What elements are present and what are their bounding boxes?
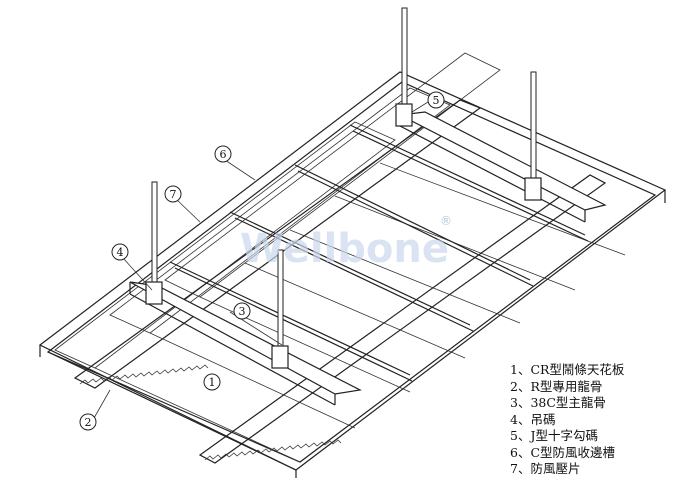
callout-6: 6: [214, 145, 232, 163]
legend-item: 4、吊碼: [510, 411, 556, 427]
svg-text:7: 7: [170, 188, 177, 201]
watermark-text: Wellbone: [240, 226, 449, 272]
main-runners: [129, 111, 607, 406]
callout-7: 7: [164, 185, 182, 203]
legend-item: 3、38C型主龍骨: [510, 395, 606, 410]
registered-mark: ®: [440, 214, 452, 228]
svg-text:6: 6: [220, 148, 227, 161]
hangers: [145, 103, 542, 369]
legend-item: 7、防風壓片: [510, 461, 581, 476]
callout-5: 5: [427, 91, 445, 109]
ceiling-edge-trim: [38, 71, 667, 478]
legend-item: 5、J型十字勾碼: [510, 428, 598, 443]
parts-legend: 1、CR型鬧條天花板 2、R型專用龍骨 3、38C型主龍骨 4、吊碼 5、J型十…: [510, 362, 690, 478]
callout-3: 3: [233, 302, 251, 320]
svg-text:1: 1: [209, 376, 216, 389]
callout-1: 1: [203, 373, 221, 391]
callout-2: 2: [79, 413, 97, 431]
leader-lines: [93, 101, 429, 419]
carrier-rails: [73, 99, 607, 464]
svg-text:4: 4: [117, 246, 124, 259]
callout-4: 4: [111, 243, 129, 261]
legend-item: 6、C型防風收邊槽: [510, 444, 616, 460]
svg-text:3: 3: [239, 305, 246, 318]
svg-text:5: 5: [433, 94, 440, 107]
svg-text:2: 2: [85, 416, 92, 429]
legend-item: 1、CR型鬧條天花板: [510, 362, 625, 377]
panel-ribs: [47, 124, 589, 471]
legend-item: 2、R型專用龍骨: [510, 378, 603, 394]
